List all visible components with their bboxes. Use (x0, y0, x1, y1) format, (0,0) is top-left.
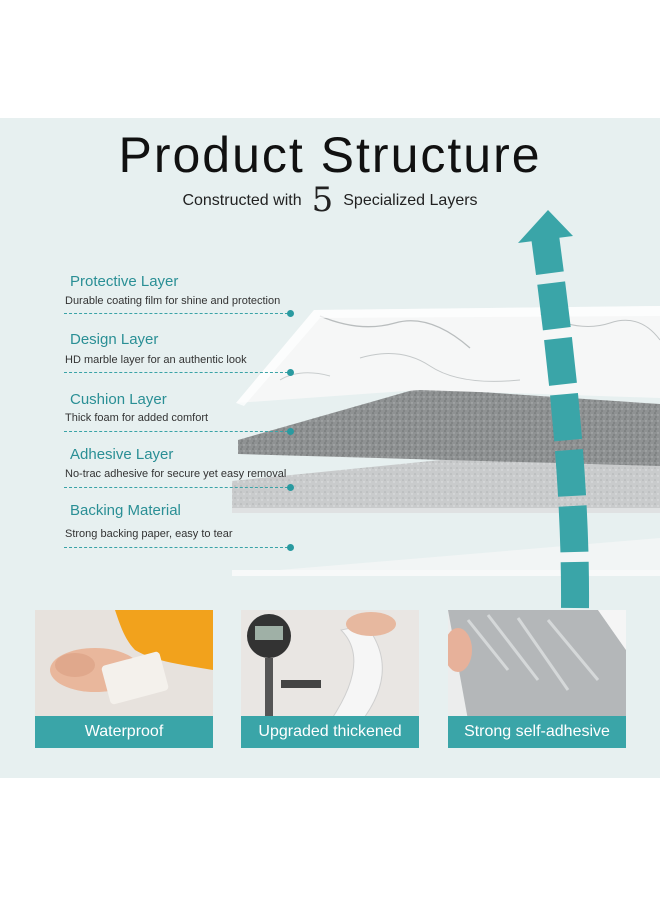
leader-dot (287, 484, 294, 491)
layer-name-cushion: Cushion Layer (70, 391, 167, 408)
leader-line (64, 372, 288, 373)
leader-line (64, 487, 288, 488)
leader-line (64, 431, 288, 432)
arrow-head-icon (518, 210, 573, 243)
leader-dot (287, 310, 294, 317)
marble-vein (319, 315, 471, 349)
layer-name-backing: Backing Material (70, 502, 181, 519)
adhesive-sheet-edge (232, 508, 660, 513)
leader-dot (287, 428, 294, 435)
leader-dot (287, 544, 294, 551)
feature-tile-thickened: Upgraded thickened (241, 610, 419, 748)
marble-vein (279, 372, 331, 381)
protective-film-sheet (236, 306, 660, 406)
layer-desc-protective: Durable coating film for shine and prote… (65, 295, 281, 307)
layer-desc-adhesive: No-trac adhesive for secure yet easy rem… (65, 468, 287, 480)
leader-line (64, 313, 288, 314)
backing-sheet (232, 538, 660, 574)
feature-label: Strong self-adhesive (448, 716, 626, 748)
cushion-sheet (238, 388, 660, 466)
subtitle-suffix: Specialized Layers (343, 192, 478, 209)
feature-label: Upgraded thickened (241, 716, 419, 748)
leader-line (64, 547, 288, 548)
layer-desc-backing: Strong backing paper, easy to tear (65, 528, 233, 540)
upward-arrow-icon (531, 234, 590, 609)
subtitle-prefix: Constructed with (182, 192, 302, 209)
layer-name-protective: Protective Layer (70, 273, 179, 290)
layer-count: 5 (311, 180, 334, 220)
layer-stack-illustration (232, 210, 660, 609)
leader-dot (287, 369, 294, 376)
page-subtitle: Constructed with 5 Specialized Layers (0, 180, 660, 220)
layer-name-adhesive: Adhesive Layer (70, 446, 174, 463)
product-structure-panel: Product Structure Constructed with 5 Speci… (0, 118, 660, 778)
feature-label: Waterproof (35, 716, 213, 748)
marble-vein (359, 353, 521, 382)
marble-design-sheet (236, 306, 660, 403)
feature-tile-waterproof: Waterproof (35, 610, 213, 748)
layer-name-design: Design Layer (70, 331, 159, 348)
page-title: Product Structure (118, 127, 542, 183)
backing-sheet-edge (232, 570, 660, 576)
layer-desc-design: HD marble layer for an authentic look (65, 354, 247, 366)
feature-tile-self-adhesive: Strong self-adhesive (448, 610, 626, 748)
layer-desc-cushion: Thick foam for added comfort (65, 412, 209, 424)
